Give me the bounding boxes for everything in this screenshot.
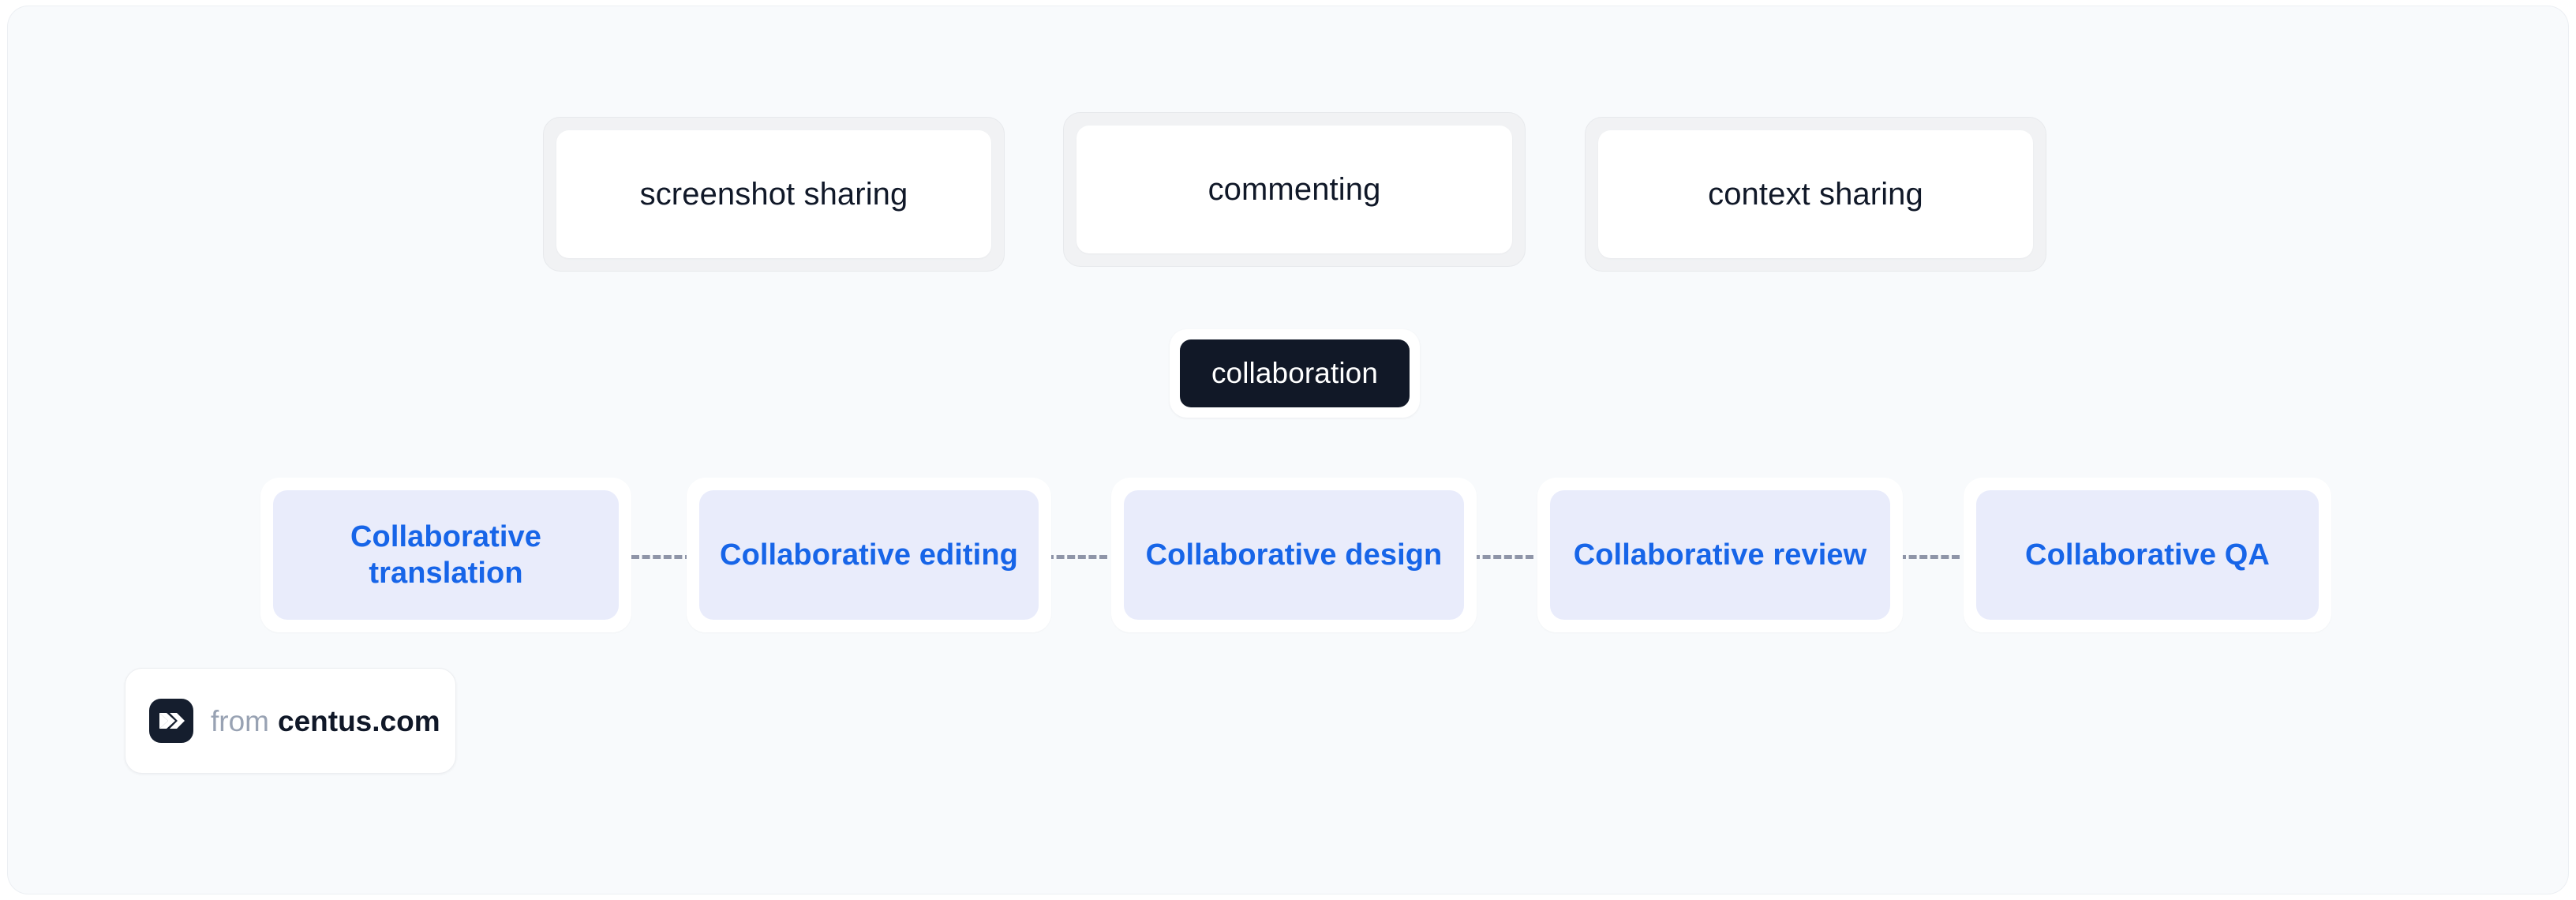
bottom-node-label: Collaborative translation xyxy=(350,519,542,590)
top-node-context-sharing[interactable]: context sharing xyxy=(1585,117,2046,272)
bottom-node-collaborative-review[interactable]: Collaborative review xyxy=(1537,478,1903,632)
diagram-page-frame: screenshot sharing commenting context sh… xyxy=(8,6,2568,894)
bottom-node-card: Collaborative design xyxy=(1124,490,1464,620)
connector-editing-design xyxy=(1046,555,1107,559)
bottom-node-card: Collaborative QA xyxy=(1976,490,2319,620)
center-node-label: collaboration xyxy=(1211,356,1379,389)
bottom-node-collaborative-qa[interactable]: Collaborative QA xyxy=(1964,478,2331,632)
attribution-domain: centus.com xyxy=(278,704,440,737)
bottom-node-label: Collaborative QA xyxy=(2025,538,2270,572)
bottom-node-card: Collaborative editing xyxy=(699,490,1039,620)
bottom-node-label: Collaborative review xyxy=(1573,538,1867,572)
center-node-card: collaboration xyxy=(1180,339,1410,407)
top-node-card: context sharing xyxy=(1598,130,2033,258)
top-node-commenting[interactable]: commenting xyxy=(1063,112,1526,267)
top-node-label: screenshot sharing xyxy=(639,177,908,212)
connector-review-qa xyxy=(1898,555,1960,559)
attribution-text: from centus.com xyxy=(211,707,440,736)
bottom-node-collaborative-translation[interactable]: Collaborative translation xyxy=(260,478,631,632)
top-node-label: commenting xyxy=(1208,172,1381,207)
connector-translation-editing xyxy=(631,555,693,559)
bottom-node-card: Collaborative translation xyxy=(273,490,619,620)
top-node-screenshot-sharing[interactable]: screenshot sharing xyxy=(543,117,1005,272)
top-node-card: commenting xyxy=(1076,126,1512,253)
center-node-collaboration[interactable]: collaboration xyxy=(1170,329,1420,418)
attribution-prefix: from xyxy=(211,704,269,737)
bottom-node-label: Collaborative editing xyxy=(720,538,1018,572)
connector-design-review xyxy=(1472,555,1533,559)
bottom-node-collaborative-design[interactable]: Collaborative design xyxy=(1111,478,1477,632)
top-node-label: context sharing xyxy=(1708,177,1923,212)
top-node-card: screenshot sharing xyxy=(556,130,991,258)
bottom-node-label: Collaborative design xyxy=(1145,538,1443,572)
diagram-canvas: screenshot sharing commenting context sh… xyxy=(8,6,2568,894)
double-chevron-icon xyxy=(149,699,193,743)
attribution-badge[interactable]: from centus.com xyxy=(125,668,456,774)
bottom-node-card: Collaborative review xyxy=(1550,490,1890,620)
bottom-node-collaborative-editing[interactable]: Collaborative editing xyxy=(687,478,1051,632)
